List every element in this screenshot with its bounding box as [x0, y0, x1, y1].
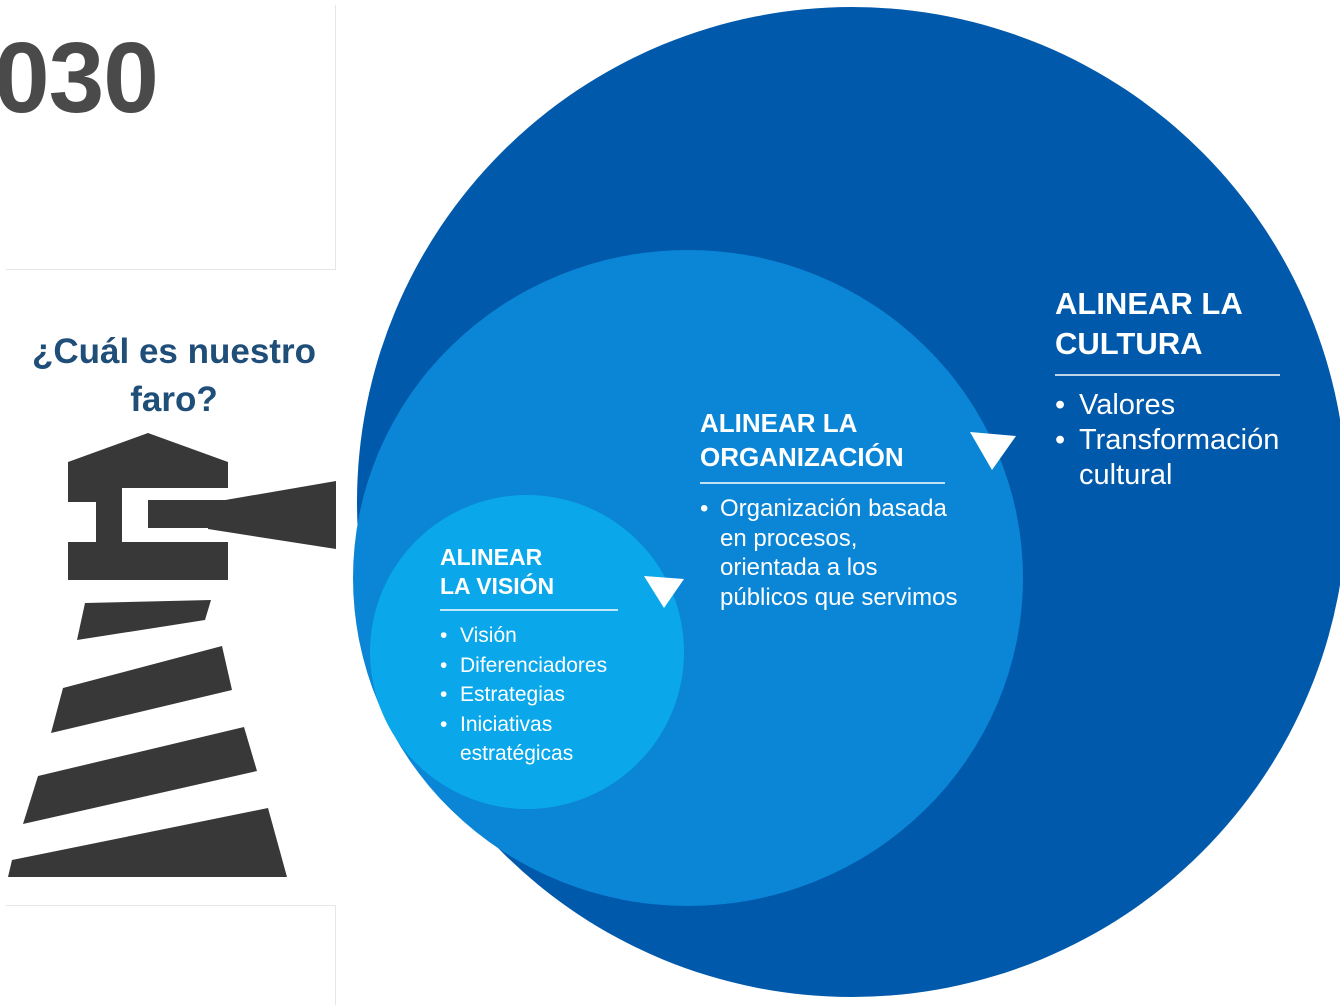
lighthouse-stripe-3	[23, 727, 257, 824]
heading-alinear-cultura: ALINEAR LA CULTURA	[1055, 284, 1280, 364]
bullet-item: Visión	[440, 621, 640, 651]
heading-line: ORGANIZACIÓN	[700, 442, 904, 472]
lighthouse-wall-left	[68, 488, 122, 502]
lighthouse-stripe-1	[77, 600, 211, 640]
heading-line: CULTURA	[1055, 326, 1203, 361]
label-alinear-cultura: ALINEAR LA CULTURA Valores Transformació…	[1055, 284, 1280, 493]
heading-underline	[440, 609, 618, 611]
lighthouse-lantern-base	[68, 542, 228, 580]
heading-line: ALINEAR LA	[1055, 286, 1243, 321]
bullet-item: Organización basada en procesos, orienta…	[700, 494, 962, 612]
bullet-list-cultura: Valores Transformación cultural	[1055, 388, 1280, 493]
label-alinear-vision: ALINEAR LA VISIÓN Visión Diferenciadores…	[440, 543, 640, 769]
heading-line: ALINEAR LA	[700, 408, 858, 438]
heading-underline	[700, 482, 945, 484]
arrow-down-icon	[644, 576, 684, 608]
lighthouse-roof	[68, 433, 228, 488]
divider-vertical-bottom	[335, 905, 336, 1005]
bullet-item: Valores	[1055, 388, 1280, 423]
heading-alinear-organizacion: ALINEAR LA ORGANIZACIÓN	[700, 406, 962, 474]
year-title: 030	[0, 22, 159, 134]
divider-horizontal-bottom	[6, 905, 336, 906]
bullet-list-organizacion: Organización basada en procesos, orienta…	[700, 494, 962, 612]
lighthouse-beam	[208, 481, 336, 549]
heading-line: LA VISIÓN	[440, 573, 555, 599]
label-alinear-organizacion: ALINEAR LA ORGANIZACIÓN Organización bas…	[700, 406, 962, 612]
divider-horizontal-top	[6, 269, 336, 270]
bullet-item: Diferenciadores	[440, 651, 640, 681]
heading-underline	[1055, 374, 1280, 376]
heading-alinear-vision: ALINEAR LA VISIÓN	[440, 543, 640, 601]
bullet-item: Transformación cultural	[1055, 423, 1280, 493]
lighthouse-stripe-4	[8, 808, 287, 877]
bullet-list-vision: Visión Diferenciadores Estrategias Inici…	[440, 621, 640, 769]
arrow-down-icon	[970, 432, 1016, 470]
lighthouse-question: ¿Cuál es nuestro faro?	[32, 332, 316, 419]
lighthouse-stripe-2	[51, 646, 232, 733]
divider-vertical-top	[335, 5, 336, 270]
heading-line: ALINEAR	[440, 544, 543, 570]
bullet-item: Estrategias	[440, 680, 640, 710]
lighthouse-icon	[8, 433, 336, 877]
bullet-item: Iniciativas estratégicas	[440, 710, 640, 769]
